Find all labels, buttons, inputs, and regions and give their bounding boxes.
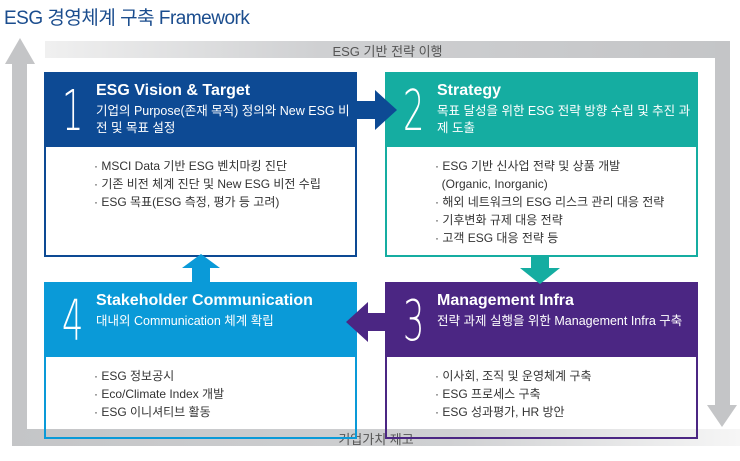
box-title: Strategy	[437, 82, 502, 99]
box-header: 4 Stakeholder Communication 대내외 Communic…	[46, 284, 355, 357]
box-stakeholder-communication: 4 Stakeholder Communication 대내외 Communic…	[44, 282, 357, 439]
box-body: · ESG 기반 신사업 전략 및 상품 개발 (Organic, Inorga…	[387, 147, 696, 247]
bottom-band-label: 기업가치 제고	[338, 432, 414, 447]
arrow-right-icon	[355, 90, 397, 130]
step-number: 1	[62, 79, 84, 144]
list-item: · 기후변화 규제 대응 전략	[435, 213, 563, 227]
box-subtitle: 대내외 Communication 체계 확립	[96, 314, 274, 328]
arrow-left-icon	[346, 302, 387, 342]
down-arrow-head-icon	[707, 405, 737, 427]
bottom-flow-band: 기업가치 제고	[12, 429, 740, 447]
top-band-label: ESG 기반 전략 이행	[332, 44, 443, 59]
list-item: · 고객 ESG 대응 전략 등	[435, 231, 559, 245]
box-header: 3 Management Infra 전략 과제 실행을 위한 Manageme…	[387, 284, 696, 357]
box-body: · MSCI Data 기반 ESG 벤치마킹 진단 · 기존 비전 체계 진단…	[46, 147, 355, 211]
box-subtitle: 전략 과제 실행을 위한 Management Infra 구축	[437, 314, 683, 328]
arrow-up-icon	[182, 254, 220, 283]
list-item: · MSCI Data 기반 ESG 벤치마킹 진단	[94, 159, 288, 173]
up-arrow-head-icon	[5, 38, 35, 64]
list-item: · ESG 기반 신사업 전략 및 상품 개발	[435, 159, 621, 173]
list-item: (Organic, Inorganic)	[435, 177, 548, 191]
step-number: 4	[62, 289, 84, 354]
box-body: · ESG 정보공시 · Eco/Climate Index 개발 · ESG …	[46, 357, 355, 421]
arrow-down-icon	[520, 256, 560, 284]
list-item: · ESG 성과평가, HR 방안	[435, 405, 565, 419]
step-number: 3	[403, 289, 425, 354]
right-flow-band	[715, 41, 730, 407]
list-item: · ESG 목표(ESG 측정, 평가 등 고려)	[94, 195, 280, 209]
list-item: · ESG 정보공시	[94, 369, 175, 383]
box-header: 2 Strategy 목표 달성을 위한 ESG 전략 방향 수립 및 추진 과…	[387, 74, 696, 147]
box-subtitle: 기업의 Purpose(존재 목적) 정의와 New ESG 비전 및 목표 설…	[96, 104, 350, 135]
left-flow-band	[12, 62, 27, 430]
list-item: · 해외 네트워크의 ESG 리스크 관리 대응 전략	[435, 195, 665, 209]
box-vision-target: 1 ESG Vision & Target 기업의 Purpose(존재 목적)…	[44, 72, 357, 257]
list-item: · ESG 프로세스 구축	[435, 387, 541, 401]
box-title: ESG Vision & Target	[96, 82, 251, 99]
list-item: · Eco/Climate Index 개발	[94, 387, 225, 401]
box-title: Management Infra	[437, 292, 574, 309]
box-header: 1 ESG Vision & Target 기업의 Purpose(존재 목적)…	[46, 74, 355, 147]
top-flow-band: ESG 기반 전략 이행	[45, 41, 730, 59]
step-number: 2	[403, 79, 425, 144]
list-item: · ESG 이니셔티브 활동	[94, 405, 211, 419]
box-subtitle: 목표 달성을 위한 ESG 전략 방향 수립 및 추진 과제 도출	[437, 104, 691, 135]
box-management-infra: 3 Management Infra 전략 과제 실행을 위한 Manageme…	[385, 282, 698, 439]
box-title: Stakeholder Communication	[96, 292, 313, 309]
list-item: · 이사회, 조직 및 운영체계 구축	[435, 369, 592, 383]
list-item: · 기존 비전 체계 진단 및 New ESG 비전 수립	[94, 177, 321, 191]
box-strategy: 2 Strategy 목표 달성을 위한 ESG 전략 방향 수립 및 추진 과…	[385, 72, 698, 257]
box-body: · 이사회, 조직 및 운영체계 구축 · ESG 프로세스 구축 · ESG …	[387, 357, 696, 421]
page-title: ESG 경영체계 구축 Framework	[4, 8, 250, 29]
